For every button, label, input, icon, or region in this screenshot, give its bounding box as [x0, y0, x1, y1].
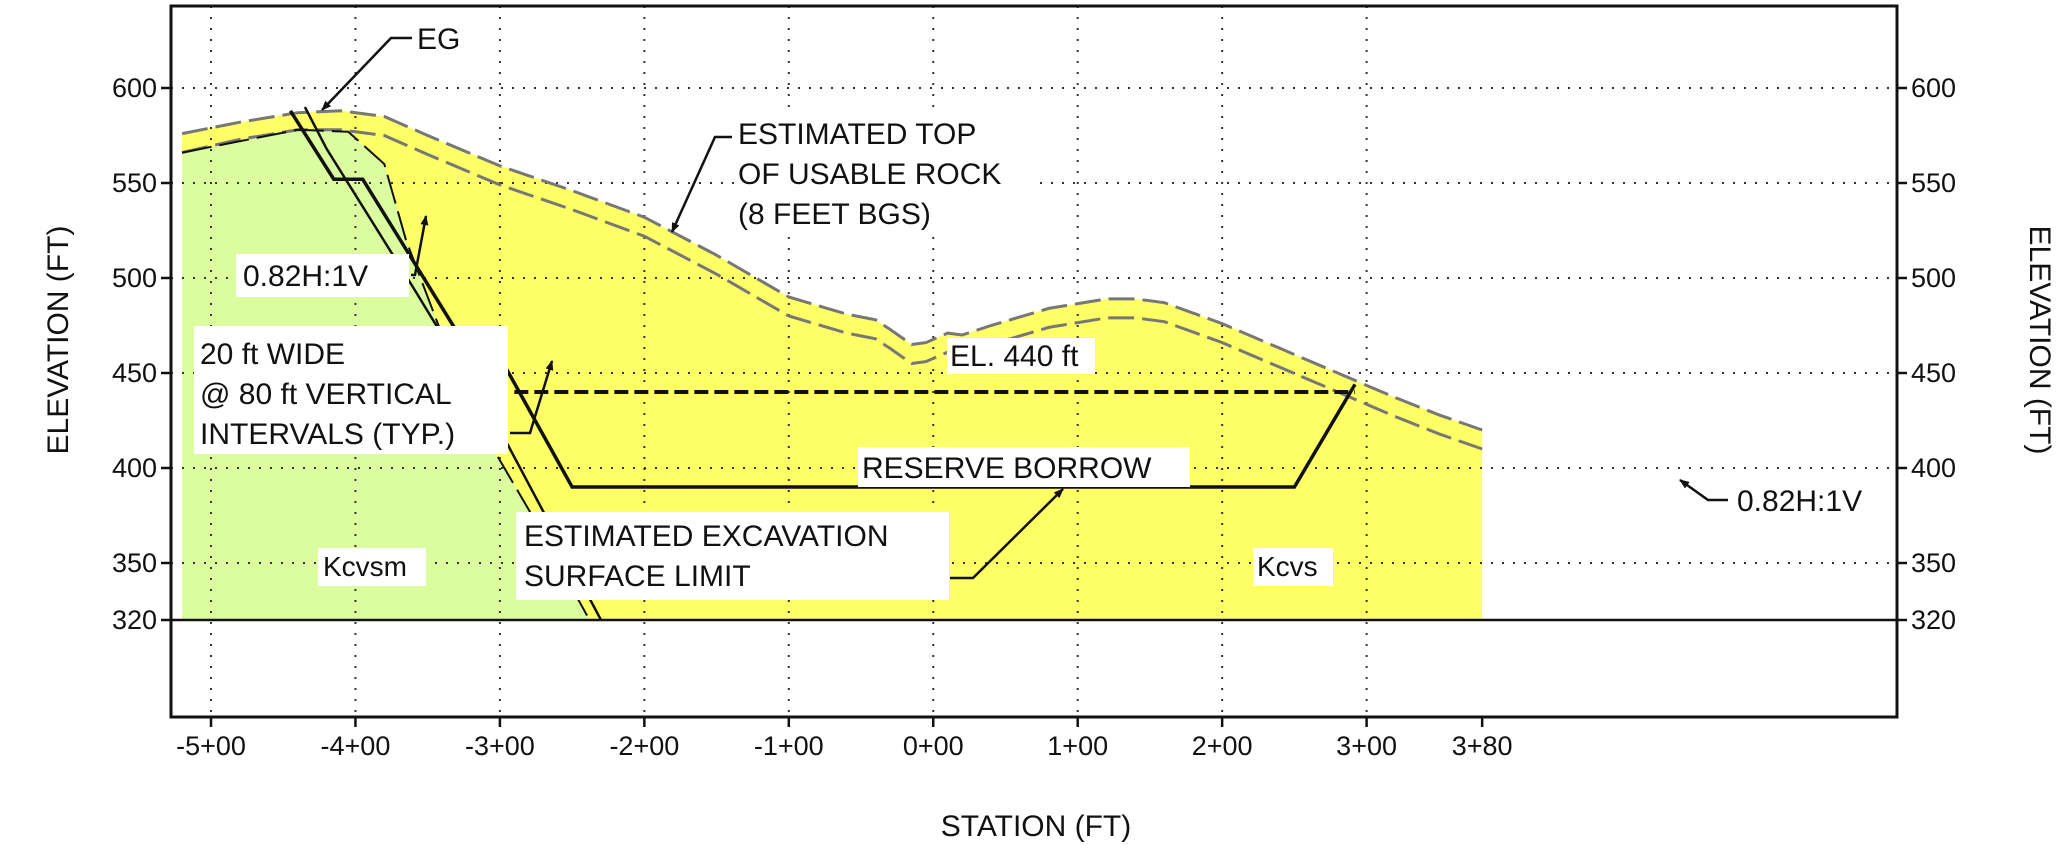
- slope-left-leader: [411, 215, 429, 277]
- leader-lines: [321, 36, 1728, 580]
- x-tick-label: -1+00: [754, 731, 824, 761]
- y-tick-label-right: 350: [1911, 548, 1956, 578]
- y-tick-label-right: 600: [1911, 73, 1956, 103]
- y-axis-right: 320 350 400 450 500 550 600: [1897, 73, 1956, 635]
- x-axis-title: STATION (FT): [941, 810, 1132, 843]
- y-tick-label-left: 400: [112, 453, 157, 483]
- reserve-borrow-label-bg: [858, 447, 1190, 487]
- geologic-contact-line: [181, 128, 591, 619]
- slope-left-label: 0.82H:1V: [243, 260, 368, 293]
- x-tick-label: 2+00: [1192, 731, 1253, 761]
- x-tick-label: 3+00: [1336, 731, 1397, 761]
- y-tick-label-left: 350: [112, 548, 157, 578]
- rock-leader: [670, 135, 732, 233]
- inner-cut-line: [303, 106, 602, 619]
- bench-leader: [510, 360, 554, 435]
- y-axis-left: 320 350 400 450 500 550 600: [112, 73, 171, 635]
- bench-label-line-2: @ 80 ft VERTICAL: [200, 378, 452, 411]
- bench-label-line-3: INTERVALS (TYP.): [200, 418, 455, 451]
- existing-ground-line: [181, 109, 1483, 432]
- eg-leader: [321, 36, 412, 111]
- eg-label: EG: [417, 23, 460, 56]
- x-tick-label: 0+00: [903, 731, 964, 761]
- y-tick-label-left: 500: [112, 263, 157, 293]
- plot-frame: [169, 4, 1899, 719]
- y-tick-label-right: 550: [1911, 168, 1956, 198]
- y-tick-label-right: 500: [1911, 263, 1956, 293]
- kcvsm-label-bg: [318, 548, 426, 586]
- rock-label-bg: [734, 114, 1034, 234]
- x-tick-label: 3+80: [1452, 731, 1513, 761]
- y-tick-label-right: 400: [1911, 453, 1956, 483]
- x-axis: -5+00 -4+00 -3+00 -2+00 -1+00 0+00 1+00 2+00 3+0…: [176, 717, 1513, 761]
- excavation-label-line-2: SURFACE LIMIT: [524, 560, 751, 593]
- x-tick-label: -3+00: [465, 731, 535, 761]
- x-tick-label: 1+00: [1047, 731, 1108, 761]
- rock-label-line-1: ESTIMATED TOP: [738, 118, 976, 151]
- el440-label-bg: [947, 338, 1095, 374]
- y-axis-title-right: ELEVATION (FT): [2023, 226, 2056, 455]
- excavation-label-line-1: ESTIMATED EXCAVATION: [524, 520, 888, 553]
- rock-label-line-2: OF USABLE ROCK: [738, 158, 1001, 191]
- x-tick-label: -2+00: [609, 731, 679, 761]
- eg-label-bg: [414, 20, 470, 56]
- bench-label-bg: [194, 326, 508, 454]
- y-tick-label-left: 450: [112, 358, 157, 388]
- y-tick-label-right: 450: [1911, 358, 1956, 388]
- x-tick-label: -5+00: [176, 731, 246, 761]
- kcvs-label: Kcvs: [1257, 551, 1318, 582]
- rock-label-line-3: (8 FEET BGS): [738, 198, 931, 231]
- top-of-usable-rock-line: [181, 128, 1483, 451]
- y-tick-label-right: 320: [1911, 605, 1956, 635]
- el440-label: EL. 440 ft: [950, 340, 1079, 373]
- slope-right-leader: [1679, 478, 1728, 502]
- y-tick-label-left: 320: [112, 605, 157, 635]
- y-tick-label-left: 550: [112, 168, 157, 198]
- y-tick-label-left: 600: [112, 73, 157, 103]
- slope-right-label-bg: [1730, 481, 1893, 521]
- kcvsm-label: Kcvsm: [323, 551, 407, 582]
- kcvs-label-bg: [1253, 548, 1333, 586]
- slope-right-label: 0.82H:1V: [1737, 485, 1862, 518]
- bench-label-line-1: 20 ft WIDE: [200, 338, 345, 371]
- x-tick-label: -4+00: [321, 731, 391, 761]
- excavation-leader: [950, 488, 1064, 580]
- y-axis-title-left: ELEVATION (FT): [42, 226, 75, 455]
- reserve-borrow-label: RESERVE BORROW: [862, 452, 1152, 485]
- slope-left-label-bg: [236, 254, 409, 297]
- excavation-label-bg: [516, 512, 949, 600]
